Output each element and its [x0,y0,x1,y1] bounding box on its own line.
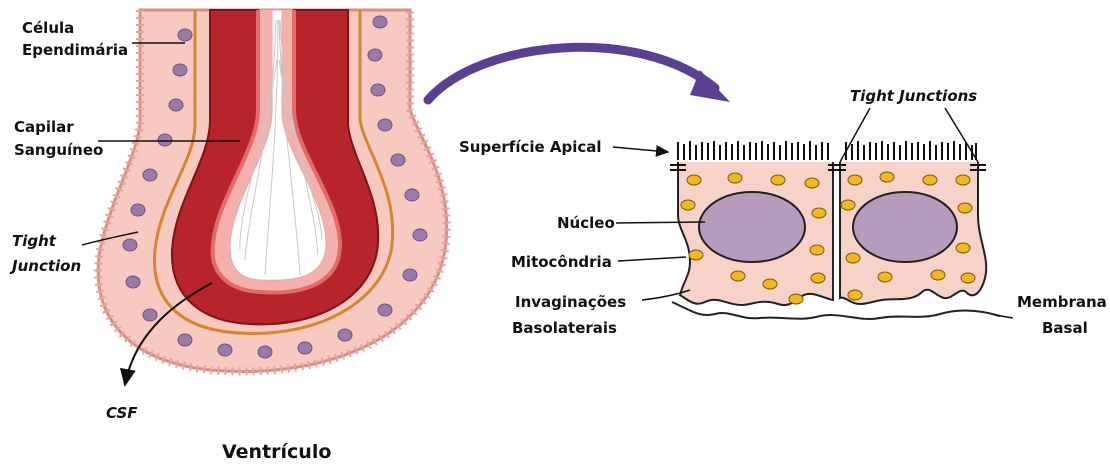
nucleus-label: Núcleo [557,214,615,232]
nucleus-pointer [616,222,705,223]
capillary-label-1: Capilar [14,118,74,136]
ependymal-cell-label-2: Ependimária [22,41,128,59]
ventricle-label: Ventrículo [222,441,331,463]
ependymal-cell-label-1: Célula [22,19,74,37]
cell-detail [670,140,1000,319]
zoom-arrow [428,47,715,100]
mitochondria-label: Mitocôndria [511,253,612,271]
nucleus-right [853,192,957,262]
basal-membrane-label-1: Membrana [1017,293,1107,311]
basal-membrane [672,302,1000,319]
invaginations-label-1: Invaginações [515,293,626,311]
mitochondria-pointer [618,257,686,261]
invaginations-label-2: Basolaterais [512,319,617,337]
tight-junctions-label: Tight Junctions [850,87,977,105]
capillary-label-2: Sanguíneo [14,141,103,159]
tight-junction-label-2: Junction [9,257,81,275]
tight-junction-label-1: Tight [12,232,57,250]
basal-membrane-pointer [995,315,1013,318]
apical-surface-pointer [613,147,668,152]
csf-label: CSF [106,404,138,422]
apical-surface-label: Superfície Apical [459,138,602,156]
basal-membrane-label-2: Basal [1042,319,1088,337]
nucleus-left [699,192,805,262]
choroid-villus [98,10,447,372]
